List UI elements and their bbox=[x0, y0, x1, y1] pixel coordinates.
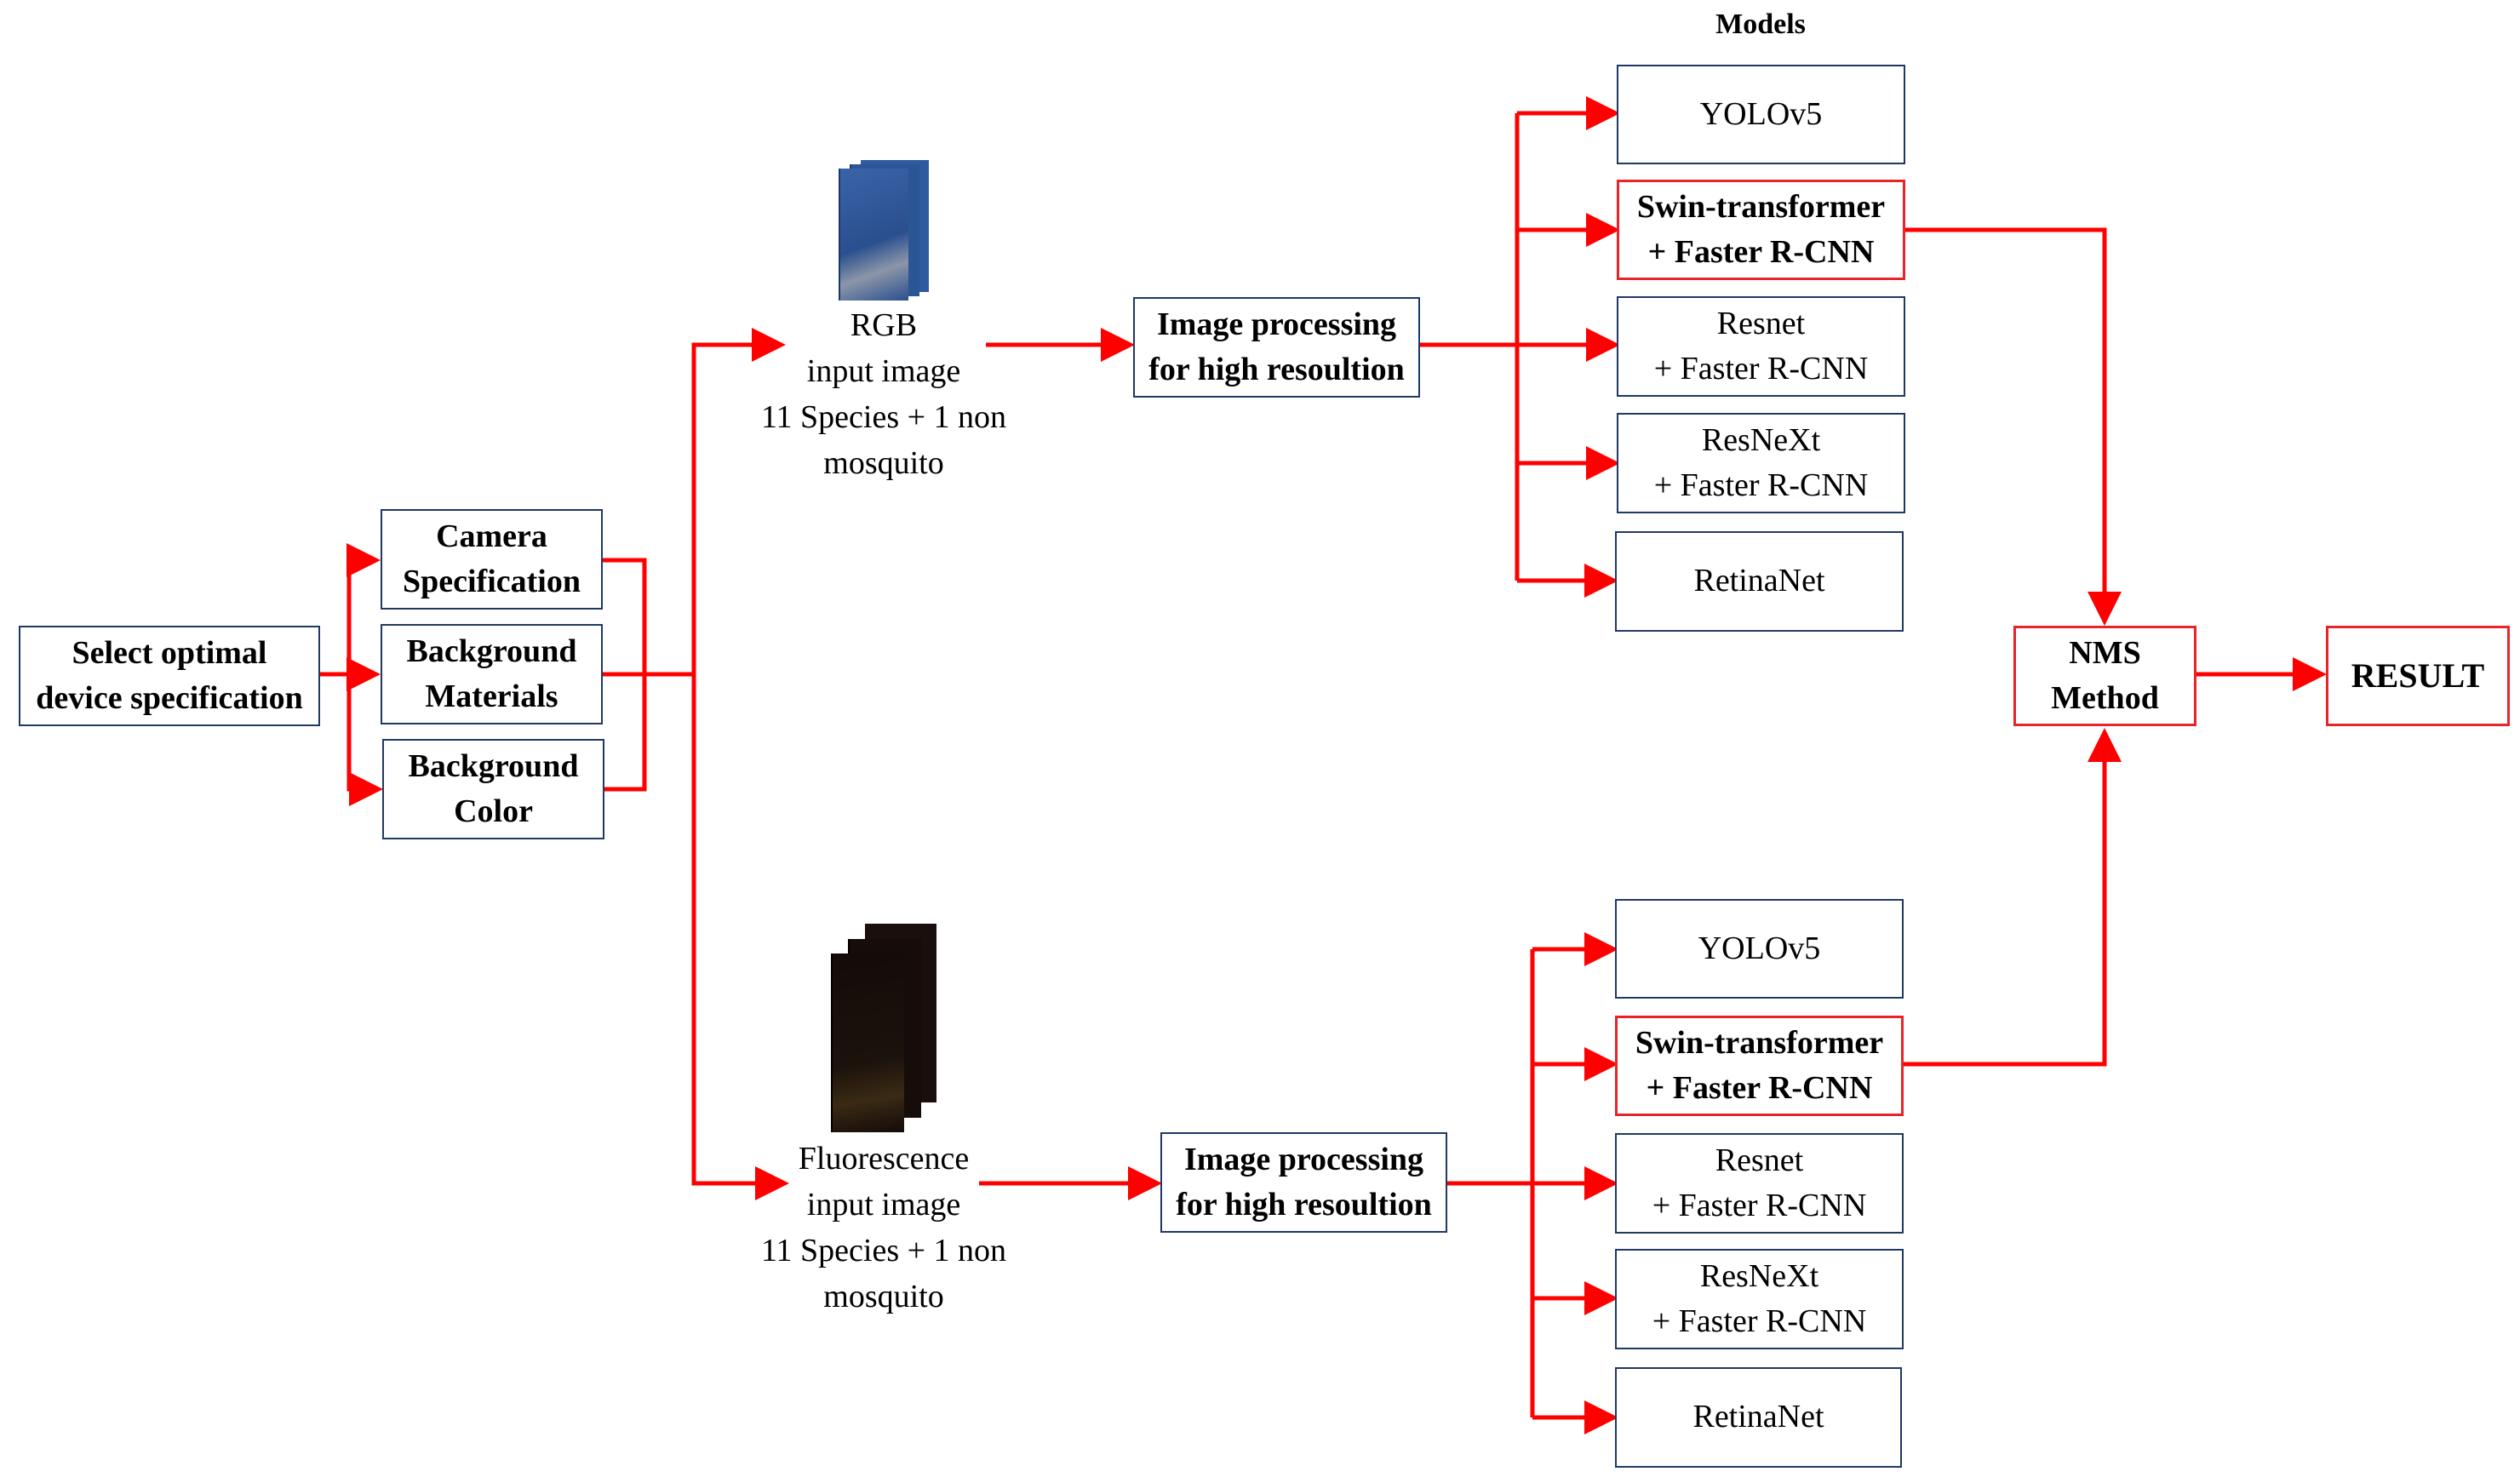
model-bottom-resnext-line1: ResNeXt bbox=[1699, 1257, 1819, 1294]
rgb-image-front bbox=[839, 169, 908, 301]
model-top-resnet: Resnet + Faster R-CNN bbox=[1617, 296, 1905, 397]
background-materials-line2: Materials bbox=[425, 679, 558, 714]
fluorescence-input-line3: 11 Species + 1 non bbox=[760, 1232, 1007, 1268]
select-device-box: Select optimal device specification bbox=[19, 626, 320, 726]
arrow-select-branch bbox=[346, 543, 381, 674]
camera-spec-line1: Camera bbox=[436, 518, 547, 554]
model-bottom-retinanet: RetinaNet bbox=[1615, 1367, 1902, 1468]
fluorescence-input-label: Fluorescence input image 11 Species + 1 … bbox=[722, 1137, 1045, 1320]
arrow-to-fluorescence-input bbox=[691, 674, 789, 1200]
model-bottom-resnext: ResNeXt + Faster R-CNN bbox=[1615, 1249, 1904, 1349]
camera-spec-box: Camera Specification bbox=[381, 509, 603, 610]
nms-method-line2: Method bbox=[2051, 680, 2159, 716]
select-device-line1: Select optimal bbox=[72, 634, 267, 671]
model-top-retinanet-label: RetinaNet bbox=[1693, 563, 1825, 599]
camera-spec-line2: Specification bbox=[403, 564, 581, 599]
background-color-box: Background Color bbox=[382, 739, 604, 839]
arrow-swin-bottom-to-nms bbox=[1904, 728, 2122, 1067]
rgb-input-line3: 11 Species + 1 non bbox=[760, 398, 1007, 435]
model-top-swin-line1: Swin-transformer bbox=[1636, 188, 1886, 225]
model-bottom-yolov5: YOLOv5 bbox=[1615, 899, 1904, 999]
rgb-image-stack bbox=[839, 160, 932, 301]
background-color-line1: Background bbox=[408, 747, 579, 784]
result-box: RESULT bbox=[2326, 626, 2510, 726]
model-top-yolov5: YOLOv5 bbox=[1617, 65, 1905, 164]
nms-method-box: NMS Method bbox=[2013, 626, 2196, 726]
model-top-yolov5-label: YOLOv5 bbox=[1699, 95, 1823, 132]
model-top-resnext-line2: + Faster R-CNN bbox=[1653, 467, 1869, 503]
image-processing-top-line1: Image processing bbox=[1156, 306, 1397, 342]
image-processing-top-box: Image processing for high resoultion bbox=[1133, 297, 1420, 398]
model-bottom-yolov5-label: YOLOv5 bbox=[1698, 930, 1821, 966]
background-color-line2: Color bbox=[454, 793, 533, 829]
model-bottom-resnet: Resnet + Faster R-CNN bbox=[1615, 1133, 1904, 1234]
image-processing-top-line2: for high resoultion bbox=[1148, 352, 1405, 387]
model-bottom-resnet-line1: Resnet bbox=[1715, 1142, 1804, 1178]
model-bottom-resnet-line2: + Faster R-CNN bbox=[1652, 1188, 1867, 1223]
fluorescence-input-line2: input image bbox=[806, 1186, 961, 1222]
model-top-resnet-line2: + Faster R-CNN bbox=[1653, 351, 1869, 386]
rgb-input-line2: input image bbox=[806, 352, 961, 389]
fluorescence-image-front bbox=[831, 953, 904, 1132]
background-materials-line1: Background bbox=[406, 633, 577, 669]
image-processing-bottom-line1: Image processing bbox=[1183, 1141, 1424, 1177]
arrow-swin-top-to-nms bbox=[1905, 227, 2122, 626]
model-bottom-swin-line2: + Faster R-CNN bbox=[1646, 1070, 1873, 1106]
model-bottom-retinanet-label: RetinaNet bbox=[1692, 1399, 1824, 1435]
model-bottom-swin: Swin-transformer + Faster R-CNN bbox=[1615, 1016, 1904, 1116]
result-label: RESULT bbox=[2351, 656, 2485, 695]
model-top-resnet-line1: Resnet bbox=[1716, 305, 1806, 341]
image-processing-bottom-box: Image processing for high resoultion bbox=[1160, 1132, 1447, 1233]
arrow-to-rgb-input bbox=[691, 328, 786, 674]
model-top-swin: Swin-transformer + Faster R-CNN bbox=[1617, 180, 1905, 280]
nms-method-line1: NMS bbox=[2069, 634, 2141, 671]
models-title: Models bbox=[1715, 9, 1806, 40]
image-processing-bottom-line2: for high resoultion bbox=[1176, 1187, 1432, 1222]
model-bottom-swin-line1: Swin-transformer bbox=[1635, 1024, 1884, 1061]
model-top-swin-line2: + Faster R-CNN bbox=[1647, 234, 1875, 270]
model-top-resnext: ResNeXt + Faster R-CNN bbox=[1617, 413, 1905, 513]
fluorescence-input-line1: Fluorescence bbox=[798, 1141, 970, 1177]
model-top-retinanet: RetinaNet bbox=[1615, 531, 1904, 632]
fluorescence-input-line4: mosquito bbox=[823, 1278, 944, 1314]
background-materials-box: Background Materials bbox=[381, 624, 603, 724]
rgb-input-line1: RGB bbox=[850, 307, 918, 343]
rgb-input-line4: mosquito bbox=[823, 444, 944, 481]
model-top-resnext-line1: ResNeXt bbox=[1701, 421, 1821, 458]
arrow-select-to-color bbox=[346, 674, 383, 806]
rgb-input-label: RGB input image 11 Species + 1 non mosqu… bbox=[722, 303, 1045, 487]
model-bottom-resnext-line2: + Faster R-CNN bbox=[1652, 1303, 1867, 1339]
select-device-line2: device specification bbox=[36, 680, 303, 716]
fluorescence-image-stack bbox=[831, 924, 937, 1132]
